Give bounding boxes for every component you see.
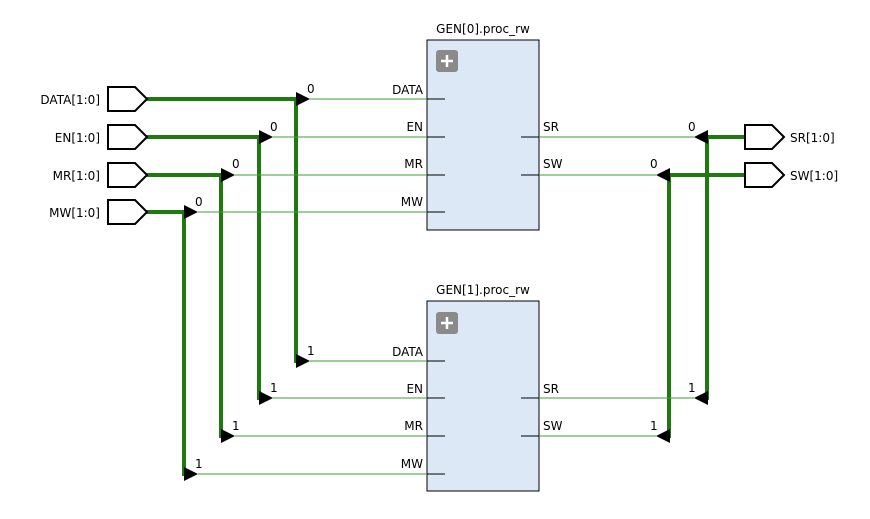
output-port-icon bbox=[744, 124, 786, 150]
ripper-index: 0 bbox=[232, 157, 240, 171]
input-port-label: DATA[1:0] bbox=[40, 93, 100, 107]
output-port-sr[interactable]: SR[1:0] bbox=[744, 124, 835, 150]
ripper-arrow-icon bbox=[259, 391, 273, 405]
port-label-en: EN bbox=[406, 120, 423, 134]
output-port-label: SR[1:0] bbox=[790, 131, 835, 145]
input-port-mw[interactable]: MW[1:0] bbox=[49, 199, 149, 225]
ripper-index: 0 bbox=[688, 120, 696, 134]
input-port-label: MR[1:0] bbox=[53, 169, 100, 183]
input-port-en[interactable]: EN[1:0] bbox=[55, 124, 149, 150]
ripper-arrow-icon bbox=[656, 168, 670, 182]
port-label-mw: MW bbox=[401, 457, 423, 471]
port-label-sw: SW bbox=[543, 157, 563, 171]
port-label-data: DATA bbox=[392, 83, 424, 97]
ripper-index: 1 bbox=[650, 419, 658, 433]
input-port-label: MW[1:0] bbox=[49, 206, 100, 220]
input-port-label: EN[1:0] bbox=[55, 131, 100, 145]
block-gen0[interactable]: GEN[0].proc_rw DATA EN MR MW SR SW bbox=[392, 22, 563, 231]
ripper-index: 0 bbox=[307, 82, 315, 96]
input-port-mr[interactable]: MR[1:0] bbox=[53, 162, 149, 188]
ripper-arrow-icon bbox=[259, 130, 273, 144]
port-label-data: DATA bbox=[392, 345, 424, 359]
bus-sw[interactable] bbox=[667, 173, 747, 438]
ripper-arrow-icon bbox=[221, 168, 235, 182]
block-gen1[interactable]: GEN[1].proc_rw DATA EN MR MW SR SW bbox=[392, 283, 563, 492]
bus-data[interactable] bbox=[145, 97, 299, 363]
input-port-icon bbox=[107, 124, 149, 150]
ripper-arrow-icon bbox=[694, 391, 708, 405]
ripper-index: 1 bbox=[688, 381, 696, 395]
output-port-label: SW[1:0] bbox=[790, 169, 838, 183]
ripper-arrow-icon bbox=[221, 429, 235, 443]
expand-button[interactable] bbox=[436, 50, 458, 72]
ripper-index: 1 bbox=[307, 344, 315, 358]
ripper-labels: 0 0 0 0 1 1 1 1 0 0 1 1 bbox=[195, 82, 696, 471]
input-port-data[interactable]: DATA[1:0] bbox=[40, 86, 149, 112]
port-label-mr: MR bbox=[404, 157, 423, 171]
input-port-icon bbox=[107, 199, 149, 225]
ripper-arrow-icon bbox=[296, 92, 310, 106]
output-port-icon bbox=[744, 162, 786, 188]
pin-stubs bbox=[427, 98, 539, 475]
block-gen1-body[interactable] bbox=[426, 300, 540, 492]
ripper-index: 1 bbox=[232, 419, 240, 433]
ripper-index: 1 bbox=[270, 381, 278, 395]
ripper-arrow-icon bbox=[656, 429, 670, 443]
nets bbox=[198, 98, 694, 475]
bus-en[interactable] bbox=[145, 135, 263, 400]
bus-sr[interactable] bbox=[705, 135, 747, 400]
bus-mw[interactable] bbox=[145, 210, 188, 476]
ripper-arrow-icon bbox=[184, 467, 198, 481]
port-label-sr: SR bbox=[543, 120, 559, 134]
input-port-icon bbox=[107, 86, 149, 112]
input-port-icon bbox=[107, 162, 149, 188]
ripper-arrow-icon bbox=[184, 205, 198, 219]
output-port-sw[interactable]: SW[1:0] bbox=[744, 162, 838, 188]
bus-mr[interactable] bbox=[145, 173, 225, 438]
expand-button[interactable] bbox=[436, 312, 458, 334]
ripper-arrow-icon bbox=[694, 130, 708, 144]
port-label-mr: MR bbox=[404, 419, 423, 433]
ripper-index: 0 bbox=[650, 157, 658, 171]
port-label-sr: SR bbox=[543, 382, 559, 396]
port-label-mw: MW bbox=[401, 195, 423, 209]
ripper-index: 0 bbox=[270, 120, 278, 134]
block-gen1-title: GEN[1].proc_rw bbox=[436, 283, 530, 297]
ripper-index: 1 bbox=[195, 457, 203, 471]
port-label-sw: SW bbox=[543, 419, 563, 433]
output-rippers bbox=[656, 130, 708, 443]
input-rippers bbox=[184, 92, 310, 481]
ripper-arrow-icon bbox=[296, 354, 310, 368]
block-gen0-title: GEN[0].proc_rw bbox=[436, 22, 530, 36]
port-label-en: EN bbox=[406, 382, 423, 396]
ripper-index: 0 bbox=[195, 195, 203, 209]
